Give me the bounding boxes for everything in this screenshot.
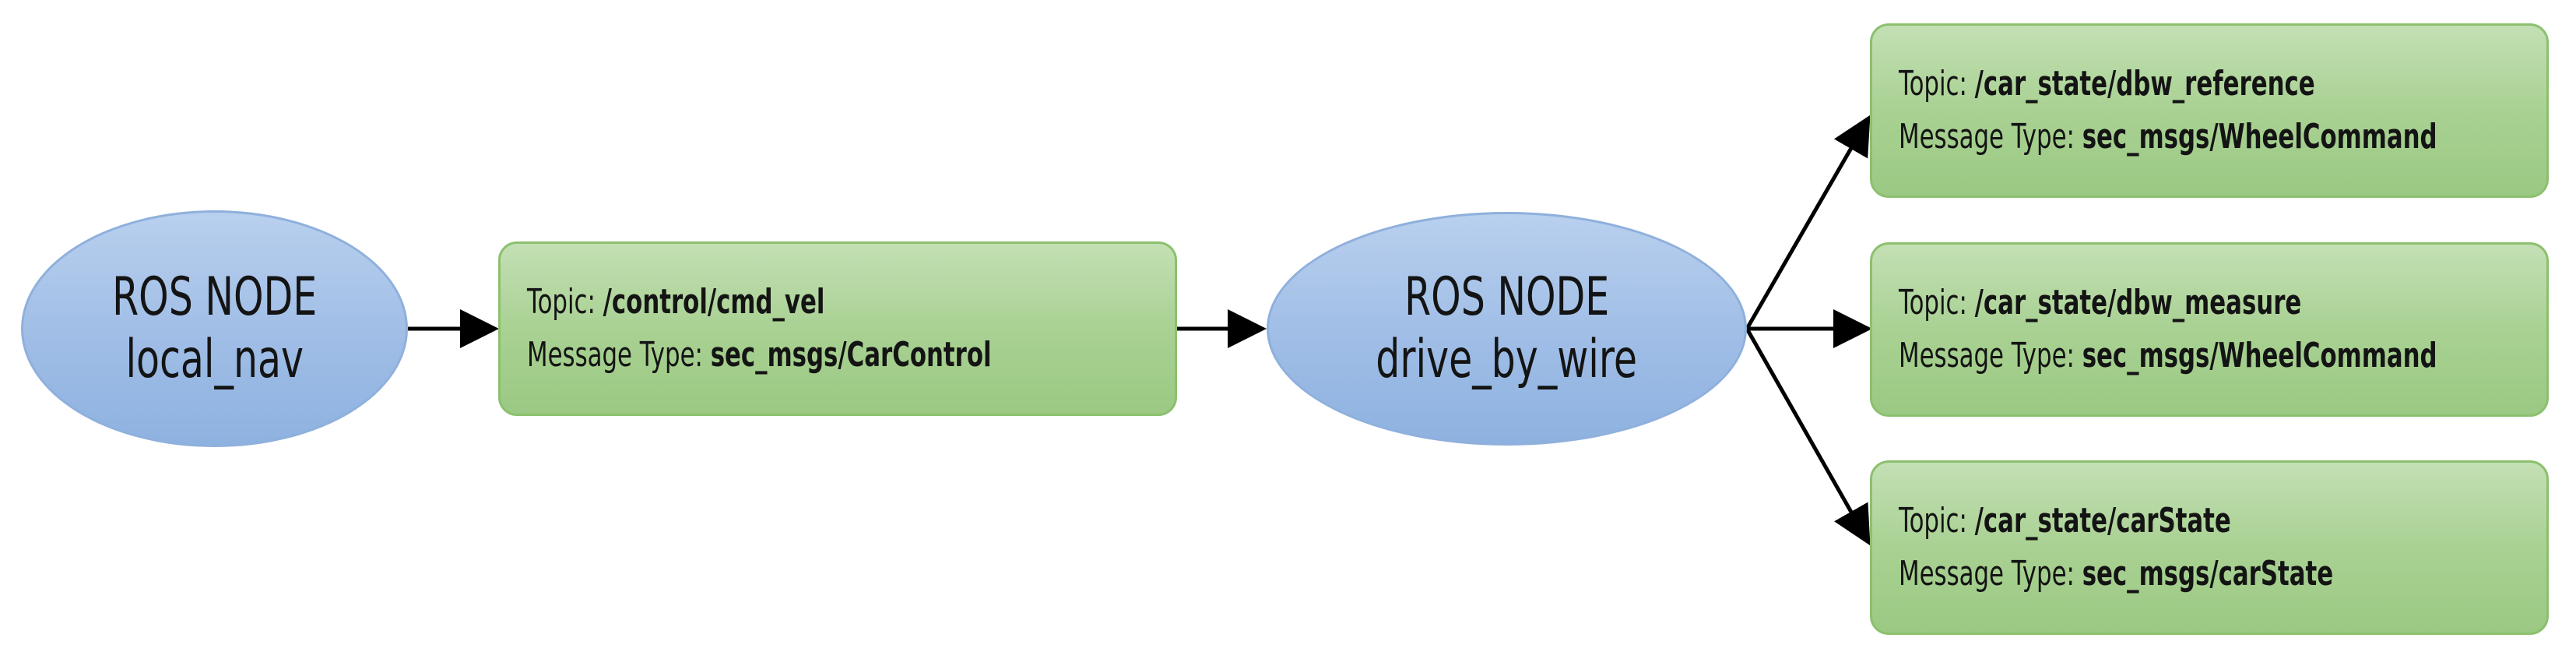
topic-box-cmd-vel: Topic: /control/cmd_vel Message Type: se… [498, 241, 1177, 416]
message-type-key: Message Type: [1899, 336, 2075, 375]
edge-drive-by-wire-to-car-state [1745, 327, 1871, 546]
topic-line: Topic: /car_state/carState [1899, 495, 2543, 548]
node-name: drive_by_wire [1376, 329, 1638, 390]
topic-value: /car_state/dbw_reference [1974, 64, 2315, 104]
message-type-value: sec_msgs/CarControl [710, 335, 992, 375]
node-type-label: ROS NODE [1404, 266, 1610, 328]
edge-drive-by-wire-to-dbw-reference [1745, 115, 1871, 330]
message-type-line: Message Type: sec_msgs/CarControl [527, 329, 1171, 382]
topic-box-dbw-measure: Topic: /car_state/dbw_measure Message Ty… [1870, 242, 2549, 417]
topic-key: Topic: [1899, 501, 1967, 541]
message-type-line: Message Type: sec_msgs/WheelCommand [1899, 111, 2543, 164]
topic-key: Topic: [527, 282, 596, 322]
topic-box-car-state: Topic: /car_state/carState Message Type:… [1870, 460, 2549, 635]
topic-value: /car_state/dbw_measure [1974, 283, 2302, 322]
message-type-value: sec_msgs/carState [2082, 554, 2334, 594]
topic-line: Topic: /car_state/dbw_reference [1899, 58, 2543, 111]
topic-value: /car_state/carState [1974, 501, 2231, 541]
topic-line: Topic: /control/cmd_vel [527, 276, 1171, 329]
topic-box-dbw-reference: Topic: /car_state/dbw_reference Message … [1870, 23, 2549, 198]
message-type-key: Message Type: [1899, 117, 2075, 157]
topic-value: /control/cmd_vel [603, 282, 825, 322]
message-type-value: sec_msgs/WheelCommand [2082, 117, 2437, 157]
topic-key: Topic: [1899, 64, 1967, 104]
node-name: local_nav [125, 329, 304, 390]
node-type-label: ROS NODE [111, 266, 318, 328]
ros-node-drive-by-wire: ROS NODE drive_by_wire [1267, 212, 1747, 446]
message-type-value: sec_msgs/WheelCommand [2082, 336, 2437, 375]
topic-line: Topic: /car_state/dbw_measure [1899, 277, 2543, 330]
ros-node-local-nav: ROS NODE local_nav [21, 210, 408, 447]
message-type-line: Message Type: sec_msgs/WheelCommand [1899, 330, 2543, 382]
message-type-key: Message Type: [1899, 554, 2075, 594]
message-type-key: Message Type: [527, 335, 703, 375]
topic-key: Topic: [1899, 283, 1967, 322]
message-type-line: Message Type: sec_msgs/carState [1899, 548, 2543, 601]
